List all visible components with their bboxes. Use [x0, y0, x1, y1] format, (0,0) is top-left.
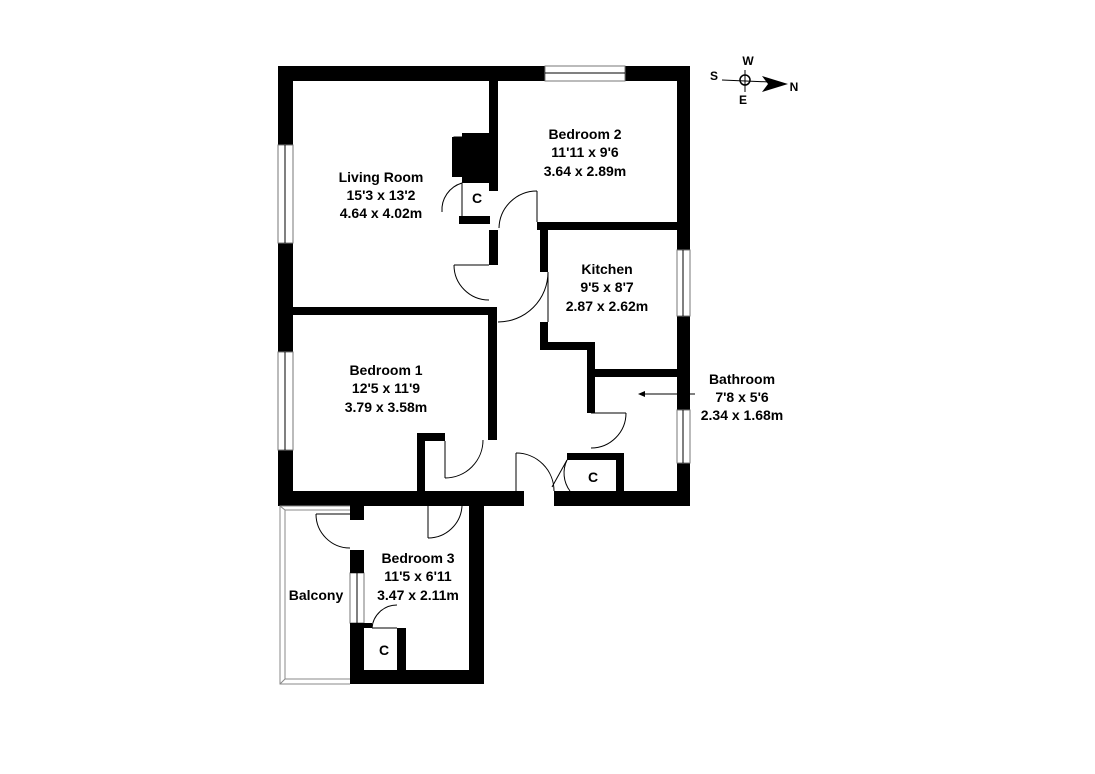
bedroom2-name: Bedroom 2: [548, 126, 621, 142]
compass-s: S: [710, 69, 718, 83]
living-room-metric: 4.64 x 4.02m: [340, 205, 423, 221]
bedroom3-walls: [350, 491, 484, 684]
cupboard-living-label: C: [472, 190, 482, 206]
bedroom2-metric: 3.64 x 2.89m: [544, 163, 627, 179]
label-bedroom1: Bedroom 1 12'5 x 11'9 3.79 x 3.58m: [345, 362, 428, 415]
bathroom-pointer-arrow: [638, 391, 695, 397]
balcony-label: Balcony: [289, 587, 344, 603]
kitchen-imperial: 9'5 x 8'7: [580, 279, 634, 295]
bedroom1-metric: 3.79 x 3.58m: [345, 399, 428, 415]
cupboard-hall-label: C: [588, 469, 598, 485]
compass-e: E: [739, 93, 747, 107]
bedroom1-name: Bedroom 1: [349, 362, 422, 378]
bedroom1-imperial: 12'5 x 11'9: [352, 380, 420, 396]
label-bedroom3: Bedroom 3 11'5 x 6'11 3.47 x 2.11m: [377, 550, 459, 603]
bathroom-imperial: 7'8 x 5'6: [715, 389, 769, 405]
living-room-name: Living Room: [339, 169, 424, 185]
living-room-imperial: 15'3 x 13'2: [347, 187, 416, 203]
compass-n: N: [790, 80, 799, 94]
bathroom-name: Bathroom: [709, 371, 775, 387]
door-swings: [315, 182, 627, 629]
label-bedroom2: Bedroom 2 11'11 x 9'6 3.64 x 2.89m: [544, 126, 627, 179]
kitchen-name: Kitchen: [581, 261, 632, 277]
balcony-outline: [279, 505, 350, 685]
cupboard-bedroom3-label: C: [379, 642, 389, 658]
label-kitchen: Kitchen 9'5 x 8'7 2.87 x 2.62m: [566, 261, 649, 314]
interior-walls: [293, 81, 677, 493]
compass-center-icon: [739, 74, 751, 86]
label-living-room: Living Room 15'3 x 13'2 4.64 x 4.02m: [339, 169, 424, 221]
compass: W S E N: [710, 54, 798, 107]
kitchen-metric: 2.87 x 2.62m: [566, 298, 649, 314]
compass-w: W: [742, 54, 754, 68]
bathroom-metric: 2.34 x 1.68m: [701, 407, 784, 423]
windows: [277, 65, 691, 624]
bedroom3-imperial: 11'5 x 6'11: [384, 568, 452, 584]
bedroom2-imperial: 11'11 x 9'6: [551, 144, 619, 160]
label-bathroom: Bathroom 7'8 x 5'6 2.34 x 1.68m: [701, 371, 784, 423]
north-arrow-icon: [762, 76, 788, 92]
bedroom3-name: Bedroom 3: [381, 550, 454, 566]
bedroom3-metric: 3.47 x 2.11m: [377, 587, 459, 603]
